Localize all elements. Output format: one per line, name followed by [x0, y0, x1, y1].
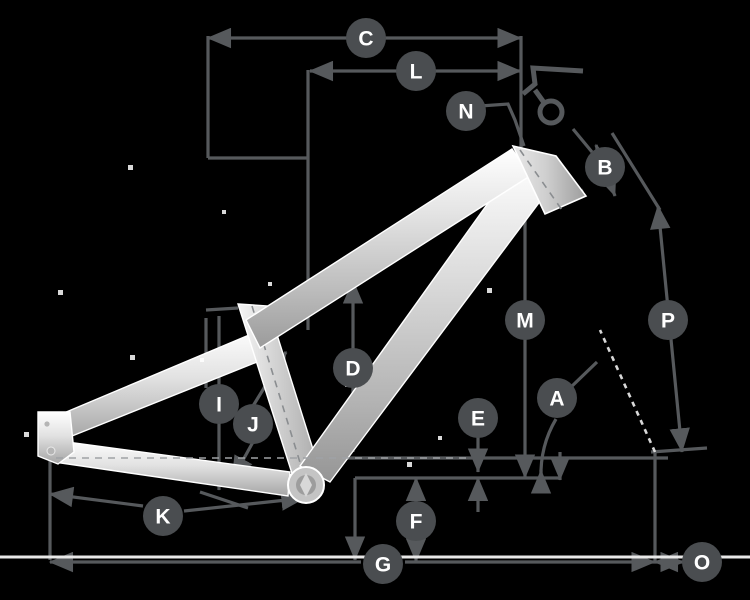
- fork-steerer-dashed: [598, 329, 657, 453]
- dimension-label-e[interactable]: E: [458, 398, 498, 438]
- dimension-label-k-circle: [143, 496, 183, 536]
- dimension-label-n-circle: [446, 91, 486, 131]
- dimension-label-j-circle: [233, 404, 273, 444]
- dimension-label-p-circle: [648, 300, 688, 340]
- dimension-label-n[interactable]: N: [446, 91, 486, 131]
- dimension-label-b-circle: [585, 147, 625, 187]
- head-tube: [511, 144, 588, 216]
- dimension-label-i-circle: [199, 384, 239, 424]
- steerer-centerline-group: [598, 329, 657, 453]
- dimension-label-l-circle: [396, 51, 436, 91]
- frame-tubes-group: [37, 144, 588, 504]
- ext-line-b-top: [571, 127, 594, 154]
- ext-line-p-bottom: [650, 446, 708, 454]
- dimension-label-k[interactable]: K: [143, 496, 183, 536]
- dimension-label-f-circle: [396, 501, 436, 541]
- stem-handlebar-schematic: [521, 65, 584, 126]
- dimension-label-l[interactable]: L: [396, 51, 436, 91]
- dimension-label-a-circle: [537, 378, 577, 418]
- dimension-label-g-circle: [363, 544, 403, 584]
- dimension-label-m[interactable]: M: [505, 300, 545, 340]
- dimension-label-f[interactable]: F: [396, 501, 436, 541]
- chain-stay-tube: [51, 439, 291, 497]
- dimension-label-c[interactable]: C: [346, 18, 386, 58]
- leader-line-n: [479, 102, 526, 147]
- rear-dropout: [37, 411, 75, 465]
- dimension-label-o[interactable]: O: [682, 542, 722, 582]
- dimension-label-c-circle: [346, 18, 386, 58]
- dimension-label-j[interactable]: J: [233, 404, 273, 444]
- angle-arc-a: [539, 418, 558, 479]
- dimension-label-d[interactable]: D: [333, 348, 373, 388]
- leader-line-a: [568, 360, 599, 390]
- dimension-line-k-left: [48, 486, 144, 508]
- dimension-label-b[interactable]: B: [585, 147, 625, 187]
- ext-line-p-top: [610, 132, 662, 211]
- dimension-label-p[interactable]: P: [648, 300, 688, 340]
- dimension-label-g[interactable]: G: [363, 544, 403, 584]
- dimension-label-i[interactable]: I: [199, 384, 239, 424]
- bottom-bracket: [287, 466, 325, 504]
- dimension-label-a[interactable]: A: [537, 378, 577, 418]
- dimension-label-e-circle: [458, 398, 498, 438]
- dimension-lines-group: [48, 27, 721, 581]
- dimension-label-o-circle: [682, 542, 722, 582]
- dimension-line-k-right: [183, 490, 306, 513]
- dimension-label-d-circle: [333, 348, 373, 388]
- ext-line-i-top: [205, 306, 239, 312]
- dimension-label-m-circle: [505, 300, 545, 340]
